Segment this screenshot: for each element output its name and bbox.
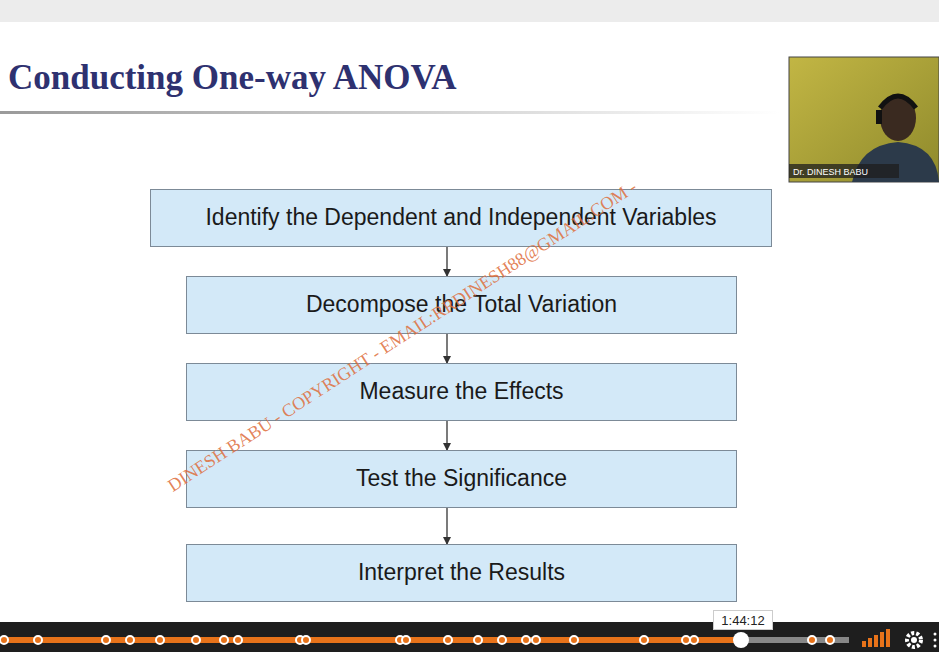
flow-arrow: [446, 334, 447, 363]
step-text: Interpret the Results: [358, 559, 565, 587]
timestamp-tooltip: 1:44:12: [713, 610, 773, 630]
video-top-strip: [0, 0, 939, 22]
step-text: Identify the Dependent and Independent V…: [205, 204, 716, 232]
step-text: Measure the Effects: [359, 378, 563, 406]
process-box: Identify the Dependent and Independent V…: [150, 189, 772, 247]
process-box: Interpret the Results: [186, 544, 737, 602]
process-box: Decompose the Total Variation: [186, 276, 737, 334]
step-text: Test the Significance: [356, 465, 567, 493]
video-player-bar: [0, 622, 939, 652]
process-box: Test the Significance: [186, 450, 737, 508]
flow-arrow: [446, 508, 447, 544]
webcam-view: [789, 57, 939, 182]
process-box: Measure the Effects: [186, 363, 737, 421]
step-text: Decompose the Total Variation: [306, 291, 617, 319]
flow-arrow: [446, 421, 447, 450]
flow-arrow: [446, 247, 447, 276]
presenter-name: Dr. DINESH BABU: [793, 167, 868, 177]
slide-title: Conducting One-way ANOVA: [8, 58, 457, 98]
title-rule: [0, 111, 780, 114]
